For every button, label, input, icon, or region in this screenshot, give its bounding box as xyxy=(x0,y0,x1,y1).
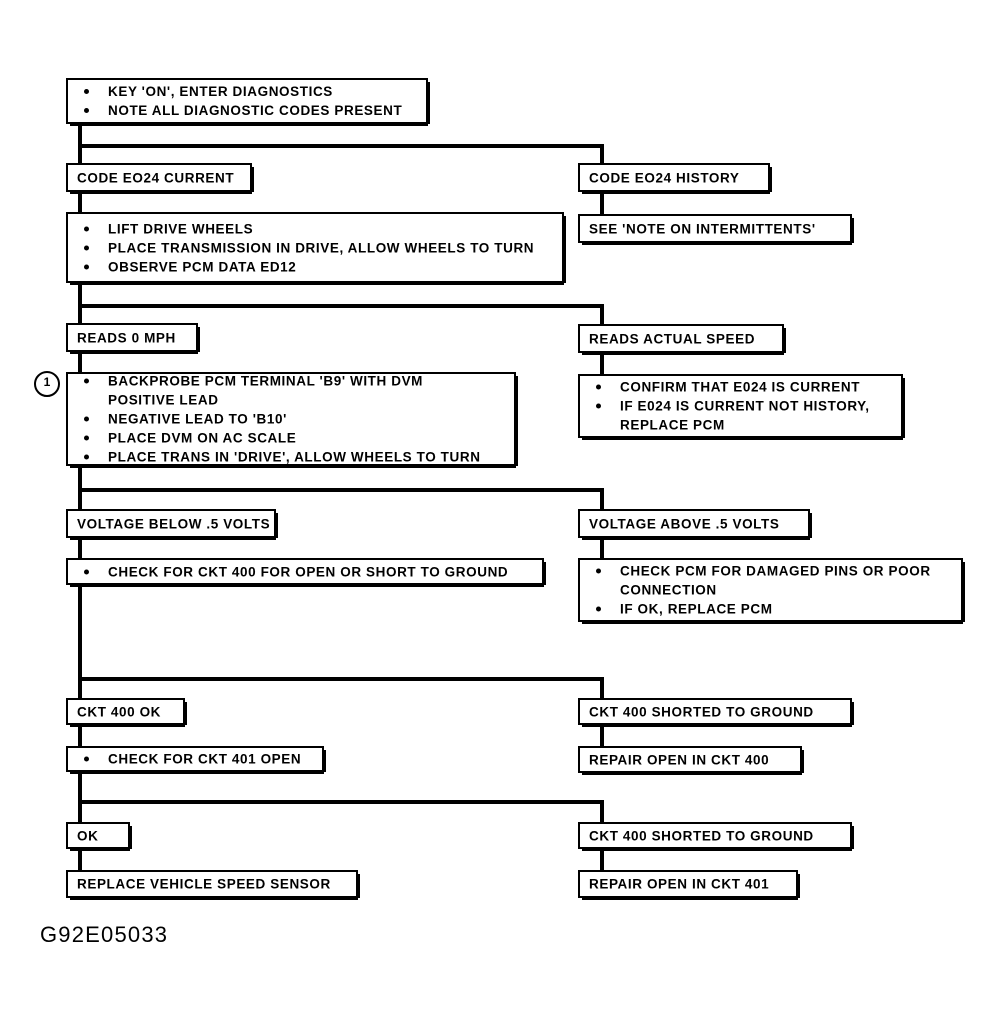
connector-ckt400-ok-down xyxy=(78,725,82,746)
node-lift-drive-wheels[interactable]: LIFT DRIVE WHEELS PLACE TRANSMISSION IN … xyxy=(66,212,566,285)
step-marker-label: 1 xyxy=(43,375,51,389)
node-label: READS ACTUAL SPEED xyxy=(589,331,756,346)
connector-split-3 xyxy=(78,488,604,492)
node-label: OK xyxy=(77,828,99,843)
list-item: PLACE DVM ON AC SCALE xyxy=(80,429,506,448)
node-repair-open-ckt-400[interactable]: REPAIR OPEN IN CKT 400 xyxy=(578,746,804,775)
lift-wheels-bullet-list: LIFT DRIVE WHEELS PLACE TRANSMISSION IN … xyxy=(80,219,554,276)
connector-shorted2-down xyxy=(600,849,604,870)
confirm-bullet-list: CONFIRM THAT E024 IS CURRENT IF E024 IS … xyxy=(592,378,893,435)
node-voltage-below[interactable]: VOLTAGE BELOW .5 VOLTS xyxy=(66,509,278,540)
node-label: CKT 400 SHORTED TO GROUND xyxy=(589,828,814,843)
connector-split-3-right-down xyxy=(600,488,604,511)
node-check-ckt-400[interactable]: CHECK FOR CKT 400 FOR OPEN OR SHORT TO G… xyxy=(66,558,546,587)
node-ok[interactable]: OK xyxy=(66,822,132,851)
connector-voltage-above-down xyxy=(600,536,604,558)
node-label: CODE EO24 HISTORY xyxy=(589,170,740,185)
node-label: CKT 400 SHORTED TO GROUND xyxy=(589,704,814,719)
node-code-eo24-current[interactable]: CODE EO24 CURRENT xyxy=(66,163,254,194)
node-reads-actual-speed[interactable]: READS ACTUAL SPEED xyxy=(578,324,786,355)
node-label: VOLTAGE ABOVE .5 VOLTS xyxy=(589,516,780,531)
node-label: REPAIR OPEN IN CKT 400 xyxy=(589,752,770,767)
node-replace-vehicle-speed-sensor[interactable]: REPLACE VEHICLE SPEED SENSOR xyxy=(66,870,360,900)
connector-split-1 xyxy=(78,144,604,148)
node-label: CKT 400 OK xyxy=(77,704,162,719)
figure-caption: G92E05033 xyxy=(40,922,169,947)
check-ckt401-bullet-list: CHECK FOR CKT 401 OPEN xyxy=(80,750,314,769)
node-backprobe-pcm[interactable]: BACKPROBE PCM TERMINAL 'B9' WITH DVM POS… xyxy=(66,372,518,468)
connector-reads-actual-down xyxy=(600,352,604,374)
list-item: CONFIRM THAT E024 IS CURRENT xyxy=(592,378,893,397)
node-label: REPAIR OPEN IN CKT 401 xyxy=(589,876,770,892)
list-item: CHECK PCM FOR DAMAGED PINS OR POOR CONNE… xyxy=(592,562,953,600)
connector-code-history-down xyxy=(600,190,604,214)
check-ckt400-bullet-list: CHECK FOR CKT 400 FOR OPEN OR SHORT TO G… xyxy=(80,562,534,581)
connector-voltage-below-down xyxy=(78,536,82,558)
list-item: LIFT DRIVE WHEELS xyxy=(80,219,554,238)
list-item: CHECK FOR CKT 401 OPEN xyxy=(80,750,314,769)
connector-ok-down xyxy=(78,849,82,870)
list-item: IF OK, REPLACE PCM xyxy=(592,600,953,619)
connector-split-5-right-down xyxy=(600,800,604,822)
list-item: KEY 'ON', ENTER DIAGNOSTICS xyxy=(80,82,418,101)
node-start[interactable]: KEY 'ON', ENTER DIAGNOSTICS NOTE ALL DIA… xyxy=(66,78,430,126)
check-pcm-bullet-list: CHECK PCM FOR DAMAGED PINS OR POOR CONNE… xyxy=(592,562,953,619)
connector-split-2 xyxy=(78,304,604,308)
list-item: OBSERVE PCM DATA ED12 xyxy=(80,257,554,276)
node-voltage-above[interactable]: VOLTAGE ABOVE .5 VOLTS xyxy=(578,509,812,540)
connector-reads-0mph-down xyxy=(78,350,82,374)
node-code-eo24-history[interactable]: CODE EO24 HISTORY xyxy=(578,163,772,194)
list-item: CHECK FOR CKT 400 FOR OPEN OR SHORT TO G… xyxy=(80,562,534,581)
connector-shorted1-down xyxy=(600,725,604,746)
connector-split-4 xyxy=(78,677,604,681)
connector-check-ckt401-down xyxy=(78,772,82,822)
node-check-ckt-401-open[interactable]: CHECK FOR CKT 401 OPEN xyxy=(66,746,326,774)
connector-check-ckt400-down xyxy=(78,583,82,699)
list-item: PLACE TRANSMISSION IN DRIVE, ALLOW WHEEL… xyxy=(80,238,554,257)
step-marker-1: 1 xyxy=(34,371,60,397)
node-check-pcm-pins[interactable]: CHECK PCM FOR DAMAGED PINS OR POOR CONNE… xyxy=(578,558,965,624)
node-label: CODE EO24 CURRENT xyxy=(77,170,235,185)
list-item: BACKPROBE PCM TERMINAL 'B9' WITH DVM POS… xyxy=(80,372,506,410)
connector-split-2-right-down xyxy=(600,304,604,329)
node-ckt-400-ok[interactable]: CKT 400 OK xyxy=(66,698,187,727)
node-repair-open-ckt-401[interactable]: REPAIR OPEN IN CKT 401 xyxy=(578,870,800,900)
node-label: REPLACE VEHICLE SPEED SENSOR xyxy=(77,876,331,892)
list-item: PLACE TRANS IN 'DRIVE', ALLOW WHEELS TO … xyxy=(80,448,506,467)
connector-split-4-right-down xyxy=(600,677,604,699)
start-bullet-list: KEY 'ON', ENTER DIAGNOSTICS NOTE ALL DIA… xyxy=(80,82,418,120)
list-item: NEGATIVE LEAD TO 'B10' xyxy=(80,410,506,429)
node-ckt-400-shorted-1[interactable]: CKT 400 SHORTED TO GROUND xyxy=(578,698,854,727)
connector-split-5 xyxy=(78,800,604,804)
list-item: IF E024 IS CURRENT NOT HISTORY, REPLACE … xyxy=(592,397,893,435)
list-item: NOTE ALL DIAGNOSTIC CODES PRESENT xyxy=(80,101,418,120)
node-label: SEE 'NOTE ON INTERMITTENTS' xyxy=(589,221,816,236)
node-see-note-intermittents[interactable]: SEE 'NOTE ON INTERMITTENTS' xyxy=(578,214,854,245)
node-reads-0-mph[interactable]: READS 0 MPH xyxy=(66,323,200,354)
backprobe-bullet-list: BACKPROBE PCM TERMINAL 'B9' WITH DVM POS… xyxy=(80,372,506,467)
connector-code-current-down xyxy=(78,190,82,212)
node-confirm-e024-current[interactable]: CONFIRM THAT E024 IS CURRENT IF E024 IS … xyxy=(578,374,905,440)
node-ckt-400-shorted-2[interactable]: CKT 400 SHORTED TO GROUND xyxy=(578,822,854,851)
node-label: VOLTAGE BELOW .5 VOLTS xyxy=(77,516,271,531)
connector-split-1-right-down xyxy=(600,144,604,168)
node-label: READS 0 MPH xyxy=(77,330,176,345)
